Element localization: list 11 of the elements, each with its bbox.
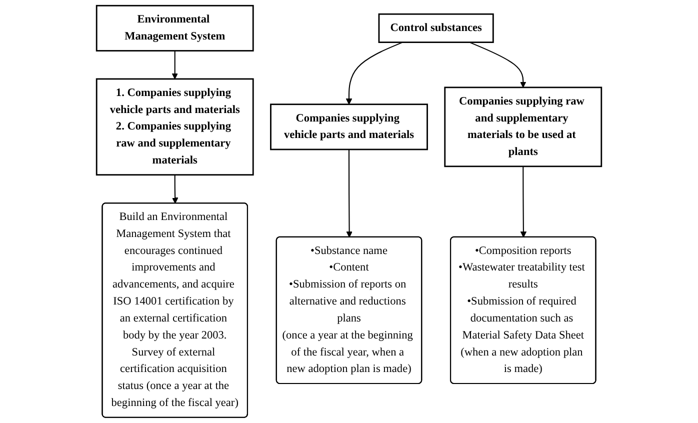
arrow [172, 174, 178, 204]
arrow [346, 42, 403, 105]
arrow [172, 50, 178, 80]
arrow [520, 166, 527, 238]
arrow [469, 42, 526, 88]
arrow [346, 149, 352, 238]
node-box: 1. Companies supplying vehicle parts and materials 2. Companies supplying raw and supplementary materials [96, 78, 254, 176]
node-box: Control substances [378, 13, 494, 43]
node-box: Companies supplying raw and supplementary materials to be used at plants [444, 86, 602, 168]
node-box: Companies supplying vehicle parts and materials [270, 104, 428, 150]
node-box: Environmental Management System [96, 4, 254, 52]
